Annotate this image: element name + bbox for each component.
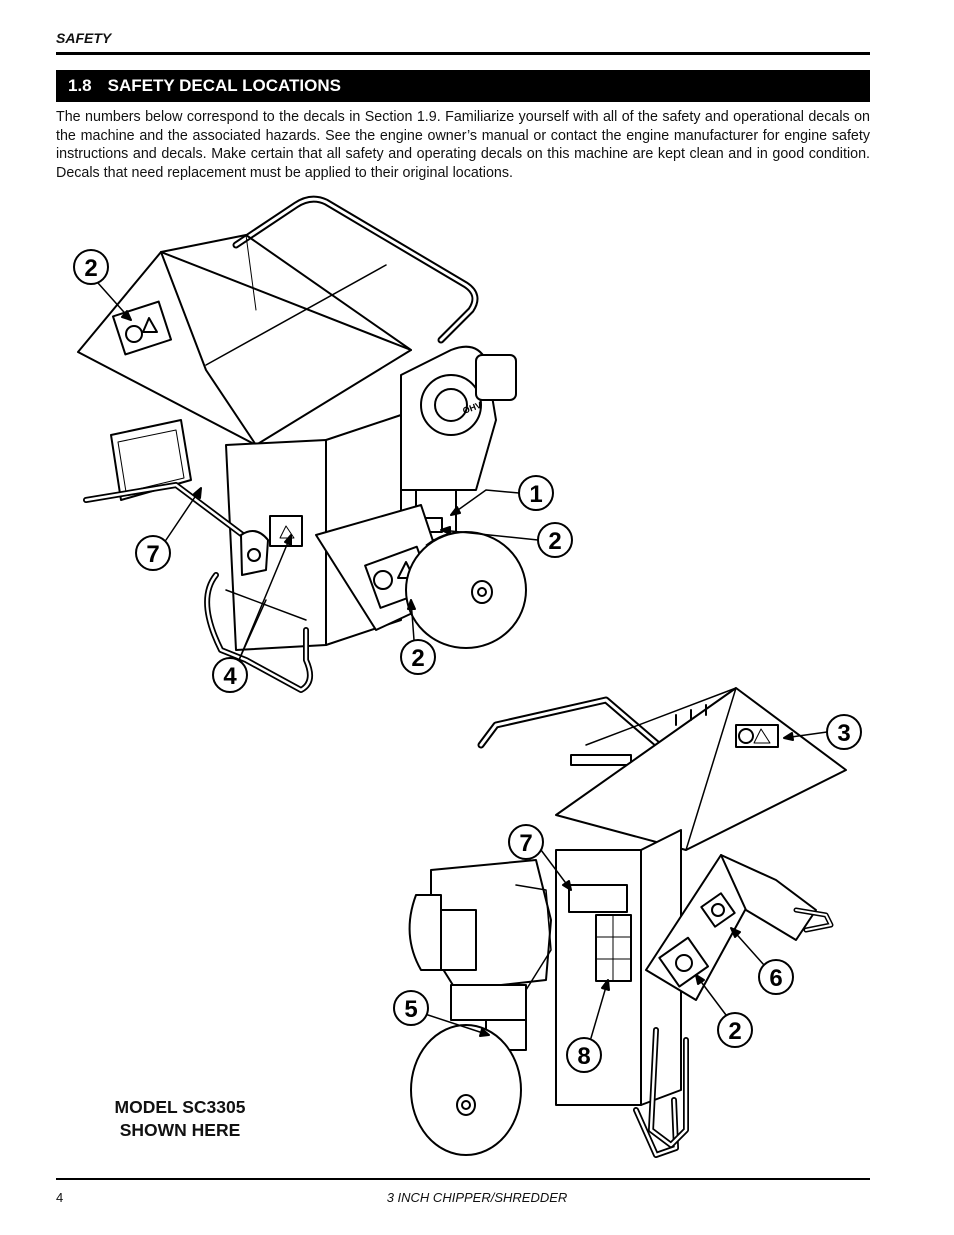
caption-shown-here: SHOWN HERE [119,1120,241,1140]
footer-title: 3 INCH CHIPPER/SHREDDER [386,1190,568,1205]
callout-top-1: 2 [84,255,97,282]
bottom-machine-drawing [408,687,847,1158]
top-callouts: 2 7 4 1 2 2 [73,249,573,693]
callout-top-4: 1 [529,481,542,508]
callout-bottom-4: 8 [577,1043,590,1070]
top-machine-drawing: OHV [77,195,527,693]
section-heading: 1.8 SAFETY DECAL LOCATIONS [56,70,870,102]
callout-bottom-2: 7 [519,830,532,857]
bottom-callouts: 3 7 5 8 6 2 [393,714,862,1073]
footer-rule [56,1178,870,1180]
callout-bottom-1: 3 [837,720,850,747]
header-rule [56,52,870,55]
callout-top-2: 7 [146,541,159,568]
callout-top-5: 2 [548,528,561,555]
running-head: SAFETY [56,30,112,46]
caption-model: MODEL SC3305 [114,1097,246,1117]
callout-bottom-6: 2 [728,1018,741,1045]
chipper-illustration: OHV [73,195,862,1158]
section-number: 1.8 [68,76,92,95]
page-number: 4 [56,1190,64,1205]
intro-paragraph: The numbers below correspond to the deca… [56,109,870,181]
callout-top-3: 4 [223,663,237,690]
section-title: SAFETY DECAL LOCATIONS [107,76,341,95]
figure-caption: MODEL SC3305 SHOWN HERE [95,1096,265,1142]
decal-location-figure: OHV [56,190,870,1170]
callout-top-6: 2 [411,645,424,672]
callout-bottom-3: 5 [404,996,417,1023]
callout-bottom-5: 6 [769,965,782,992]
